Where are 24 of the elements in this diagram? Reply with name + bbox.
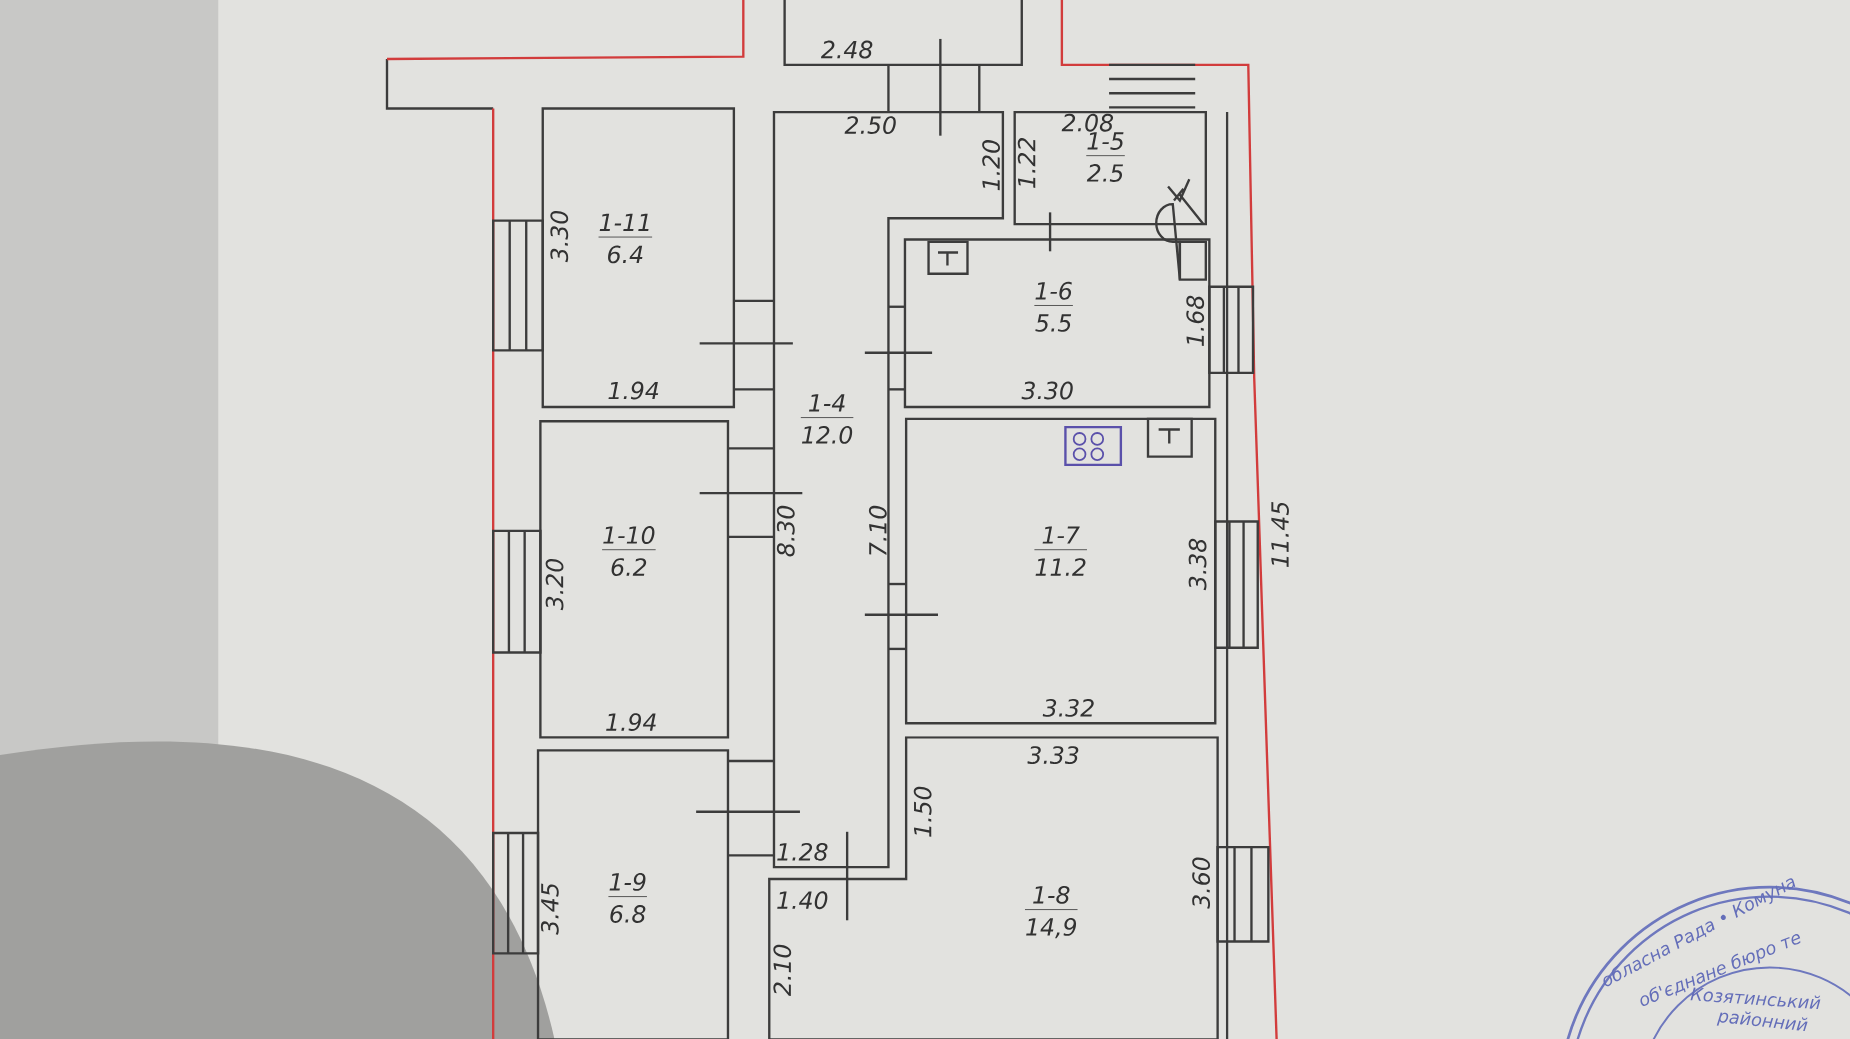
dimension-label: 1.50 (913, 786, 932, 837)
dimension-label: 3.20 (545, 558, 564, 611)
dimension-label: 3.45 (540, 883, 559, 935)
dimension-label: 11.45 (1271, 501, 1289, 567)
dimension-label: 1.68 (1186, 295, 1205, 346)
dimension-label: 3.30 (1021, 381, 1073, 400)
dimension-label: 1.94 (608, 381, 659, 400)
stamp-text: районний (1716, 1011, 1808, 1031)
dimension-label: 3.33 (1027, 745, 1079, 764)
dimension-label: 1.40 (777, 891, 828, 909)
dimension-label: 7.10 (868, 505, 887, 555)
dimension-label: 3.32 (1042, 698, 1094, 717)
dimension-label: 2.50 (844, 115, 896, 134)
dimension-label: 1.20 (982, 139, 1000, 191)
dimension-label: 3.30 (550, 210, 569, 262)
dimension-label: 2.48 (820, 40, 873, 59)
dimension-label: 1.22 (1017, 137, 1036, 188)
dimension-label: 3.38 (1188, 538, 1207, 590)
dimension-label: 3.60 (1192, 857, 1211, 909)
dimension-label: 8.30 (776, 505, 795, 557)
dimension-label: 1.94 (606, 712, 656, 731)
dimension-label: 2.08 (1061, 113, 1114, 132)
dimension-label: 2.10 (773, 944, 792, 996)
dimension-label: 1.28 (777, 842, 828, 861)
